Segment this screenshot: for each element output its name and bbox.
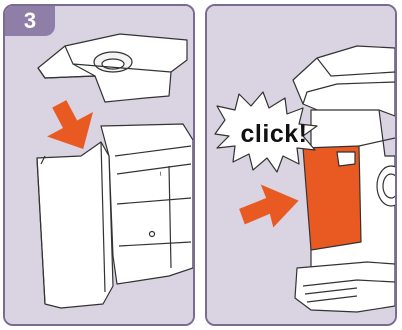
lid-part <box>38 34 187 102</box>
click-callout-text: click! <box>222 117 326 151</box>
water-tank <box>37 124 193 308</box>
tank-illustration: Ⅰ <box>5 6 193 324</box>
step-panel-insert: Ⅰ 3 <box>3 4 195 326</box>
machine-illustration <box>207 6 395 324</box>
step-panel-click: click! <box>205 4 397 326</box>
step-number-badge: 3 <box>5 6 55 36</box>
right-arrow-icon <box>237 181 301 231</box>
lid-insert <box>303 146 361 250</box>
